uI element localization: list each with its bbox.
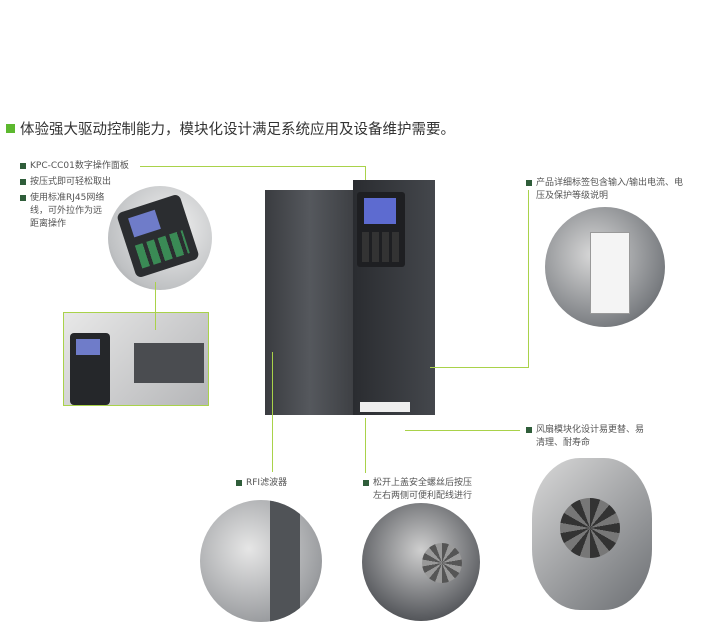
- bullet-icon: [236, 480, 242, 486]
- callout-fan: 风扇模块化设计易更替、易清理、耐寿命: [526, 424, 646, 450]
- section-heading: 体验强大驱动控制能力，模块化设计满足系统应用及设备维护需要。: [6, 118, 455, 139]
- keypad-photo: [108, 186, 212, 290]
- bullet-icon: [20, 163, 26, 169]
- callout-keypad-panel: KPC-CC01数字操作面板: [20, 160, 129, 173]
- fan-photo: [532, 458, 652, 610]
- keypad-remote-photo: [63, 312, 209, 406]
- nameplate-photo: [545, 207, 665, 327]
- bullet-icon: [6, 124, 15, 133]
- bullet-icon: [526, 180, 532, 186]
- callout-rfi: RFI滤波器: [236, 477, 287, 490]
- callout-nameplate: 产品详细标签包含输入/输出电流、电压及保护等级说明: [526, 177, 686, 203]
- drive-product-image: [265, 180, 435, 418]
- bullet-icon: [526, 427, 532, 433]
- bullet-icon: [20, 179, 26, 185]
- callout-keypad-rj45: 使用标准RJ45网络线，可外拉作为远距离操作: [20, 192, 106, 231]
- callout-cover: 松开上盖安全螺丝后按压左右两侧可便利配线进行: [363, 477, 478, 503]
- bullet-icon: [20, 195, 26, 201]
- callout-keypad-removable: 按压式即可轻松取出: [20, 176, 111, 189]
- cover-photo: [362, 503, 480, 621]
- rfi-photo: [200, 500, 322, 622]
- bullet-icon: [363, 480, 369, 486]
